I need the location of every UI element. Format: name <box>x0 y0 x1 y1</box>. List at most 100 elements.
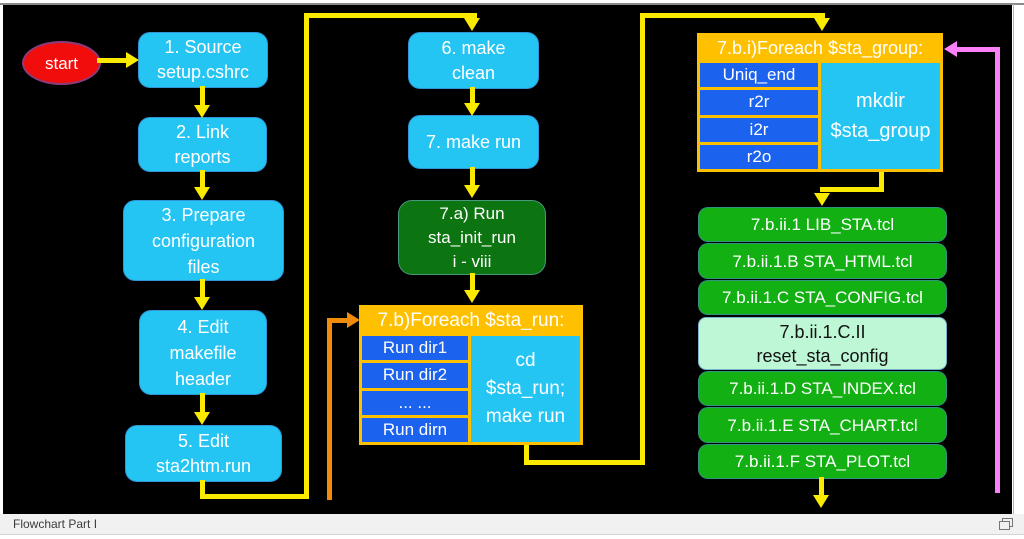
loop-connector-sta-group <box>957 47 1000 52</box>
step-7a-line2: sta_init_run <box>428 227 516 247</box>
step-6-line2: clean <box>451 62 496 83</box>
arrowhead-down-icon <box>194 297 210 310</box>
step-7a-sta-init-run: 7.a) Run sta_init_run i - viii <box>398 200 546 275</box>
script-label: 7.b.ii.1.D STA_INDEX.tcl <box>729 379 916 398</box>
start-label: start <box>44 53 79 73</box>
top-border-line <box>0 3 1024 5</box>
script-line2: reset_sta_config <box>756 345 889 366</box>
script-label: 7.b.ii.1.F STA_PLOT.tcl <box>734 452 911 471</box>
connector <box>640 13 825 18</box>
run-dir-row: Run dirn <box>362 417 468 442</box>
caption-title: Flowchart Part I <box>13 517 98 531</box>
arrowhead-down-icon <box>464 185 480 198</box>
script-sta-plot: 7.b.ii.1.F STA_PLOT.tcl <box>698 444 947 479</box>
start-terminator: start <box>22 41 101 85</box>
action-line: mkdir <box>856 90 905 112</box>
run-dir-row: ... ... <box>362 390 468 415</box>
arrowhead-down-icon <box>464 18 480 31</box>
step-4-edit-makefile: 4. Edit makefile header <box>139 310 267 395</box>
sta-group-row: r2r <box>700 90 818 115</box>
arrowhead-right-icon <box>347 312 360 328</box>
connector <box>524 445 529 463</box>
step-5-line2: sta2htm.run <box>155 455 252 476</box>
step-5-line1: 5. Edit <box>177 430 230 451</box>
script-sta-html: 7.b.ii.1.B STA_HTML.tcl <box>698 243 947 279</box>
connector <box>879 172 884 190</box>
connector <box>470 87 475 104</box>
step-7a-line1: 7.a) Run <box>439 203 505 223</box>
script-sta-index: 7.b.ii.1.D STA_INDEX.tcl <box>698 371 947 406</box>
step-7a-line3: i - viii <box>452 251 492 271</box>
right-border-line <box>1013 4 1014 514</box>
arrowhead-right-icon <box>126 52 139 68</box>
action-line: $sta_run; <box>485 378 566 399</box>
step-1-line2: setup.cshrc <box>156 62 250 82</box>
foreach-sta-group-table: 7.b.i)Foreach $sta_group: Uniq_end r2r i… <box>697 33 943 172</box>
loop-connector-sta-group <box>995 47 1000 493</box>
script-line1: 7.b.ii.1.C.II <box>779 321 866 342</box>
connector <box>524 460 645 465</box>
step-4-line1: 4. Edit <box>177 316 229 337</box>
step-3-line1: 3. Prepare <box>161 204 246 225</box>
step-3-prepare-config: 3. Prepare configuration files <box>123 200 284 281</box>
step-2-link-reports: 2. Link reports <box>138 117 267 172</box>
connector <box>200 494 309 499</box>
cd-sta-run-make-run-cell: cd $sta_run; make run <box>471 336 580 442</box>
arrowhead-down-icon <box>194 105 210 118</box>
foreach-sta-run-table: 7.b)Foreach $sta_run: Run dir1 Run dir2 … <box>359 305 583 445</box>
connector <box>470 273 475 291</box>
script-reset-sta-config: 7.b.ii.1.C.II reset_sta_config <box>698 317 947 370</box>
action-line: make run <box>485 406 566 427</box>
action-line: cd <box>515 350 536 371</box>
arrowhead-down-icon <box>814 193 830 206</box>
step-3-line3: files <box>187 256 220 277</box>
connector <box>200 170 205 188</box>
run-dir-row: Run dir1 <box>362 336 468 361</box>
step-3-line2: configuration <box>151 230 256 251</box>
script-label: 7.b.ii.1.E STA_CHART.tcl <box>727 415 918 435</box>
step-1-source-setup: 1. Source setup.cshrc <box>138 32 268 88</box>
loop-connector-sta-run <box>327 318 332 500</box>
connector <box>820 187 884 192</box>
step-1-line1: 1. Source <box>164 37 242 57</box>
foreach-sta-run-header: 7.b)Foreach $sta_run: <box>377 309 565 331</box>
run-dir-row: Run dir2 <box>362 363 468 388</box>
sta-group-row: Uniq_end <box>700 63 818 88</box>
connector <box>200 279 205 298</box>
step-6-make-clean: 6. make clean <box>408 32 539 89</box>
script-lib-sta: 7.b.ii.1 LIB_STA.tcl <box>698 207 947 242</box>
step-2-line1: 2. Link <box>175 121 230 142</box>
loop-connector-sta-run <box>327 318 349 323</box>
foreach-sta-group-header: 7.b.i)Foreach $sta_group: <box>716 37 924 58</box>
connector <box>640 15 645 465</box>
arrowhead-down-icon <box>464 290 480 303</box>
mkdir-sta-group-cell: mkdir $sta_group <box>821 63 940 169</box>
step-4-line2: makefile <box>169 342 237 363</box>
script-label: 7.b.ii.1.C STA_CONFIG.tcl <box>722 288 923 307</box>
script-sta-config: 7.b.ii.1.C STA_CONFIG.tcl <box>698 280 947 315</box>
arrowhead-down-icon <box>814 18 830 31</box>
arrowhead-down-icon <box>194 412 210 425</box>
caption-bar: Flowchart Part I <box>0 514 1024 535</box>
step-5-edit-sta2htm: 5. Edit sta2htm.run <box>125 425 282 482</box>
sta-group-row: i2r <box>700 117 818 142</box>
arrowhead-down-icon <box>464 103 480 116</box>
arrowhead-down-icon <box>194 187 210 200</box>
step-6-line1: 6. make <box>441 37 506 58</box>
connector <box>819 477 824 496</box>
script-label: 7.b.ii.1.B STA_HTML.tcl <box>732 251 913 271</box>
connector <box>200 480 205 499</box>
arrowhead-left-icon <box>944 41 957 57</box>
connector <box>470 167 475 186</box>
popout-icon[interactable] <box>999 518 1013 530</box>
step-7-make-run: 7. make run <box>408 115 539 169</box>
arrowhead-down-icon <box>813 495 829 508</box>
connector <box>200 86 205 106</box>
connector <box>304 15 309 499</box>
script-label: 7.b.ii.1 LIB_STA.tcl <box>750 215 895 234</box>
sta-group-row: r2o <box>700 144 818 169</box>
step-2-line2: reports <box>174 146 231 167</box>
connector <box>200 393 205 413</box>
connector <box>304 13 477 18</box>
step-4-line3: header <box>174 368 232 389</box>
